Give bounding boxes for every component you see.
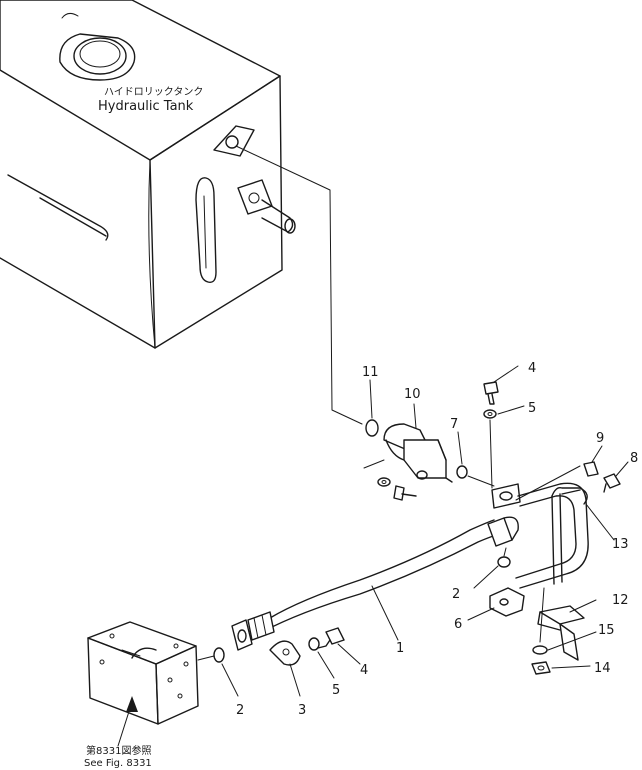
- callout-14: 14: [594, 661, 611, 676]
- callout-10: 10: [404, 387, 421, 402]
- callout-numbers: 1 2 2 3 4 4 5 5 6 7 8 9 10 11 12 13 14 1…: [236, 361, 638, 718]
- callout-11: 11: [362, 365, 379, 380]
- bolt-8-icon: [603, 473, 621, 493]
- reference-arrow-icon: [117, 696, 138, 747]
- leader-hose-route: [235, 145, 363, 425]
- hose-1-icon: [247, 516, 519, 641]
- callout-2-upper: 2: [452, 587, 460, 602]
- leader-7-line: [467, 475, 495, 487]
- pipe-flange-icon: [491, 483, 521, 509]
- callout-1: 1: [396, 641, 404, 656]
- bolt-4-upper-icon: [483, 381, 499, 405]
- sight-gauge-icon: [195, 177, 217, 283]
- washer-5-lower-icon: [308, 637, 320, 651]
- callout-4-lower: 4: [360, 663, 368, 678]
- leader-2-upper-vertical: [503, 547, 507, 557]
- callout-4-upper: 4: [528, 361, 536, 376]
- clamp-6-icon: [489, 587, 525, 617]
- tank-port-icon: [237, 179, 296, 234]
- clamp-3-icon: [269, 640, 301, 666]
- leader-4-5-vertical: [489, 419, 493, 489]
- hydraulic-tank: [0, 0, 296, 349]
- callout-5-lower: 5: [332, 683, 340, 698]
- nut-14-icon: [531, 661, 551, 675]
- rigid-pipe-icon: [515, 482, 589, 589]
- leader-10-bolt: [363, 459, 385, 469]
- o-ring-11-icon: [365, 419, 379, 437]
- callout-8: 8: [630, 451, 638, 466]
- tank-label-en: Hydraulic Tank: [98, 99, 194, 114]
- o-ring-2-lower-icon: [213, 647, 225, 663]
- elbow-fitting-10-icon: [383, 423, 453, 483]
- leader-9-line: [515, 465, 581, 501]
- bracket-12-icon: [537, 605, 585, 661]
- callout-15: 15: [598, 623, 615, 638]
- washer-icon: [377, 477, 391, 487]
- reference-label-en: See Fig. 8331: [84, 758, 152, 769]
- u-bolt-13-icon: [551, 486, 588, 585]
- tank-flange-icon: [213, 125, 255, 157]
- bolt-4-lower-icon: [317, 627, 345, 649]
- callout-13: 13: [612, 537, 629, 552]
- callout-7: 7: [450, 417, 458, 432]
- o-ring-7-icon: [456, 465, 468, 479]
- hose-end-flange-icon: [231, 619, 253, 651]
- callout-12: 12: [612, 593, 629, 608]
- washer-5-upper-icon: [483, 409, 497, 419]
- callout-5-upper: 5: [528, 401, 536, 416]
- reference-label-jp: 第8331図参照: [86, 744, 151, 757]
- washer-15-icon: [532, 645, 548, 655]
- callout-6: 6: [454, 617, 462, 632]
- tank-label-jp: ハイドロリックタンク: [104, 86, 203, 98]
- bolt-icon: [393, 485, 417, 501]
- nut-9-icon: [583, 461, 599, 477]
- leader-2-lower-line: [197, 655, 215, 661]
- valve-block-icon: [87, 621, 199, 725]
- callout-3: 3: [298, 703, 306, 718]
- o-ring-2-upper-icon: [497, 556, 511, 568]
- filler-cap-icon: [59, 33, 136, 81]
- callout-2-lower: 2: [236, 703, 244, 718]
- callout-leaders: [221, 365, 629, 697]
- leader-12-vertical: [539, 587, 545, 643]
- callout-9: 9: [596, 431, 604, 446]
